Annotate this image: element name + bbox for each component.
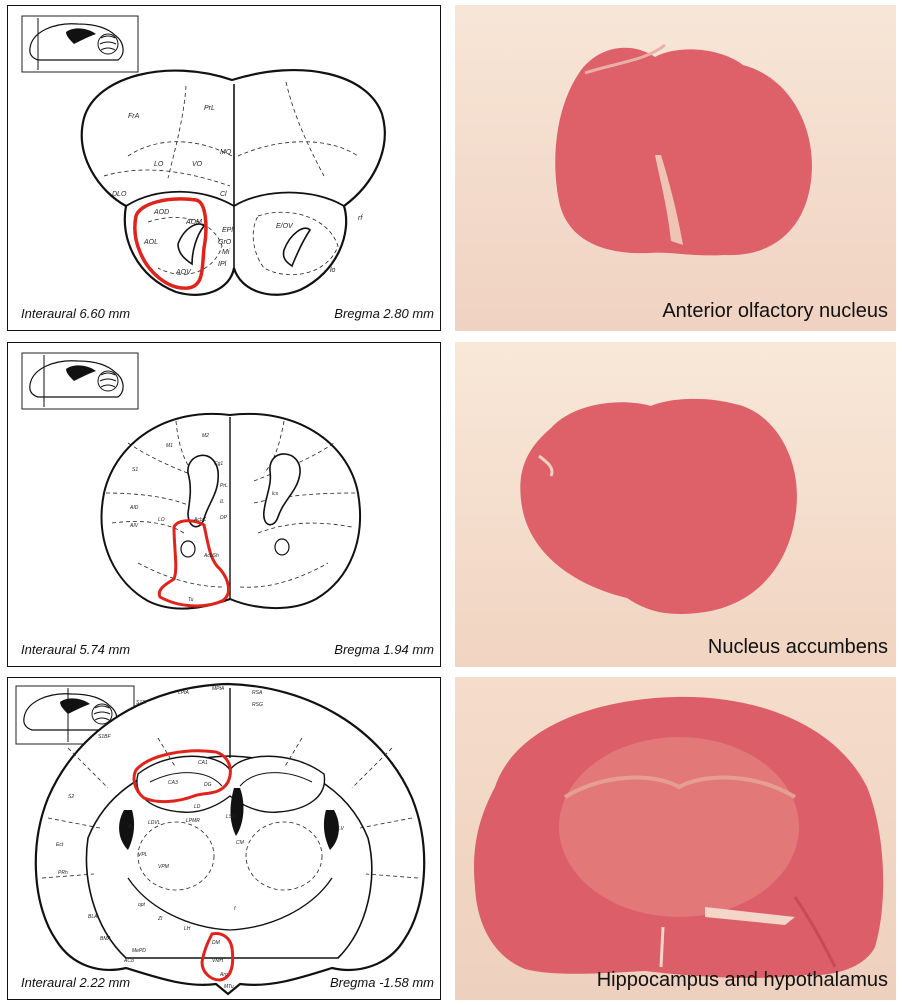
svg-text:CM: CM bbox=[236, 840, 245, 846]
svg-text:AOD: AOD bbox=[153, 209, 169, 216]
svg-text:IPl: IPl bbox=[218, 261, 227, 268]
svg-text:CA3: CA3 bbox=[168, 780, 178, 786]
sagittal-brain-inset-icon bbox=[22, 353, 138, 409]
svg-text:Po: Po bbox=[128, 824, 134, 830]
tissue-section-1 bbox=[455, 5, 896, 331]
svg-text:AcbSh: AcbSh bbox=[203, 553, 219, 559]
svg-text:LV: LV bbox=[338, 826, 345, 832]
svg-text:LH: LH bbox=[184, 926, 191, 932]
svg-text:S1: S1 bbox=[132, 467, 138, 473]
svg-text:VMH: VMH bbox=[212, 958, 224, 964]
svg-text:rf: rf bbox=[358, 215, 363, 222]
svg-text:ACo: ACo bbox=[123, 958, 134, 964]
atlas-panel-1: FrA PrL MO LO VO DLO AOD AOM AOL AOV E/OV Cl G… bbox=[7, 5, 441, 331]
svg-text:IL: IL bbox=[220, 499, 224, 505]
svg-text:AID: AID bbox=[129, 505, 139, 511]
region-label: Anterior olfactory nucleus bbox=[662, 300, 888, 323]
svg-text:E/OV: E/OV bbox=[276, 223, 294, 230]
svg-text:AIV: AIV bbox=[129, 523, 139, 529]
svg-text:AOM: AOM bbox=[185, 219, 202, 226]
svg-text:PrL: PrL bbox=[204, 105, 215, 112]
svg-text:FrA: FrA bbox=[128, 113, 140, 120]
svg-text:DM: DM bbox=[212, 940, 221, 946]
tissue-photo-2: Nucleus accumbens bbox=[455, 342, 896, 667]
svg-text:EPl: EPl bbox=[222, 227, 233, 234]
svg-text:PRh: PRh bbox=[58, 870, 68, 876]
interaural-caption: Interaural 6.60 mm bbox=[21, 306, 130, 321]
svg-text:DP: DP bbox=[220, 515, 228, 521]
svg-text:AOL: AOL bbox=[143, 239, 158, 246]
svg-text:S2: S2 bbox=[68, 794, 74, 800]
tissue-photo-3: Hippocampus and hypothalamus bbox=[455, 677, 896, 1000]
region-label: Nucleus accumbens bbox=[708, 636, 888, 659]
atlas-drawing-1: FrA PrL MO LO VO DLO AOD AOM AOL AOV E/OV Cl G… bbox=[8, 6, 441, 331]
svg-text:AOV: AOV bbox=[175, 269, 192, 276]
svg-text:MePD: MePD bbox=[132, 948, 146, 954]
svg-text:lo: lo bbox=[330, 267, 336, 274]
svg-text:S1Tr: S1Tr bbox=[136, 700, 147, 706]
svg-text:RSG: RSG bbox=[252, 702, 263, 708]
svg-text:LPtA: LPtA bbox=[178, 690, 190, 696]
svg-text:CA1: CA1 bbox=[198, 760, 208, 766]
svg-text:GrO: GrO bbox=[218, 239, 232, 246]
svg-text:S1BF: S1BF bbox=[98, 734, 111, 740]
svg-text:M2: M2 bbox=[202, 433, 209, 439]
svg-text:VPM: VPM bbox=[158, 864, 170, 870]
svg-text:MTu: MTu bbox=[224, 984, 234, 990]
svg-text:LDVL: LDVL bbox=[148, 820, 161, 826]
svg-text:AcbC: AcbC bbox=[193, 517, 207, 523]
svg-text:lcx: lcx bbox=[272, 491, 279, 497]
svg-text:Arc: Arc bbox=[219, 972, 228, 978]
svg-text:VPL: VPL bbox=[138, 852, 148, 858]
svg-text:Cg1: Cg1 bbox=[214, 461, 223, 467]
svg-text:LD: LD bbox=[194, 804, 201, 810]
atlas-drawing-2: M1 M2 S1 Cg1 PrL IL LO AID AIV DP AcbC AcbSh T… bbox=[8, 343, 441, 667]
svg-text:LPMR: LPMR bbox=[186, 818, 200, 824]
svg-text:LSD: LSD bbox=[226, 814, 236, 820]
svg-text:MO: MO bbox=[220, 149, 232, 156]
svg-text:PrL: PrL bbox=[220, 483, 228, 489]
tissue-section-3 bbox=[455, 677, 896, 1000]
sagittal-brain-inset-icon bbox=[22, 16, 138, 72]
interaural-caption: Interaural 5.74 mm bbox=[21, 642, 130, 657]
atlas-panel-2: M1 M2 S1 Cg1 PrL IL LO AID AIV DP AcbC AcbSh T… bbox=[7, 342, 441, 667]
svg-text:LO: LO bbox=[158, 517, 165, 523]
svg-text:Cl: Cl bbox=[220, 191, 227, 198]
region-label: Hippocampus and hypothalamus bbox=[597, 969, 888, 992]
svg-text:Mi: Mi bbox=[222, 249, 230, 256]
svg-text:RSA: RSA bbox=[252, 690, 263, 696]
svg-text:Tu: Tu bbox=[188, 597, 194, 603]
svg-text:MPtA: MPtA bbox=[212, 686, 225, 692]
bregma-caption: Bregma -1.58 mm bbox=[330, 975, 434, 990]
svg-text:opt: opt bbox=[138, 902, 146, 908]
bregma-caption: Bregma 1.94 mm bbox=[334, 642, 434, 657]
svg-text:BMA: BMA bbox=[100, 936, 112, 942]
bregma-caption: Bregma 2.80 mm bbox=[334, 306, 434, 321]
interaural-caption: Interaural 2.22 mm bbox=[21, 975, 130, 990]
svg-text:ZI: ZI bbox=[157, 916, 163, 922]
svg-text:M1: M1 bbox=[166, 443, 173, 449]
svg-text:VO: VO bbox=[192, 161, 203, 168]
tissue-photo-1: Anterior olfactory nucleus bbox=[455, 5, 896, 331]
tissue-section-2 bbox=[455, 342, 896, 667]
svg-text:LO: LO bbox=[154, 161, 164, 168]
svg-text:DG: DG bbox=[204, 782, 212, 788]
svg-text:DLO: DLO bbox=[112, 191, 127, 198]
svg-text:Ect: Ect bbox=[56, 842, 64, 848]
svg-text:BLA: BLA bbox=[88, 914, 98, 920]
